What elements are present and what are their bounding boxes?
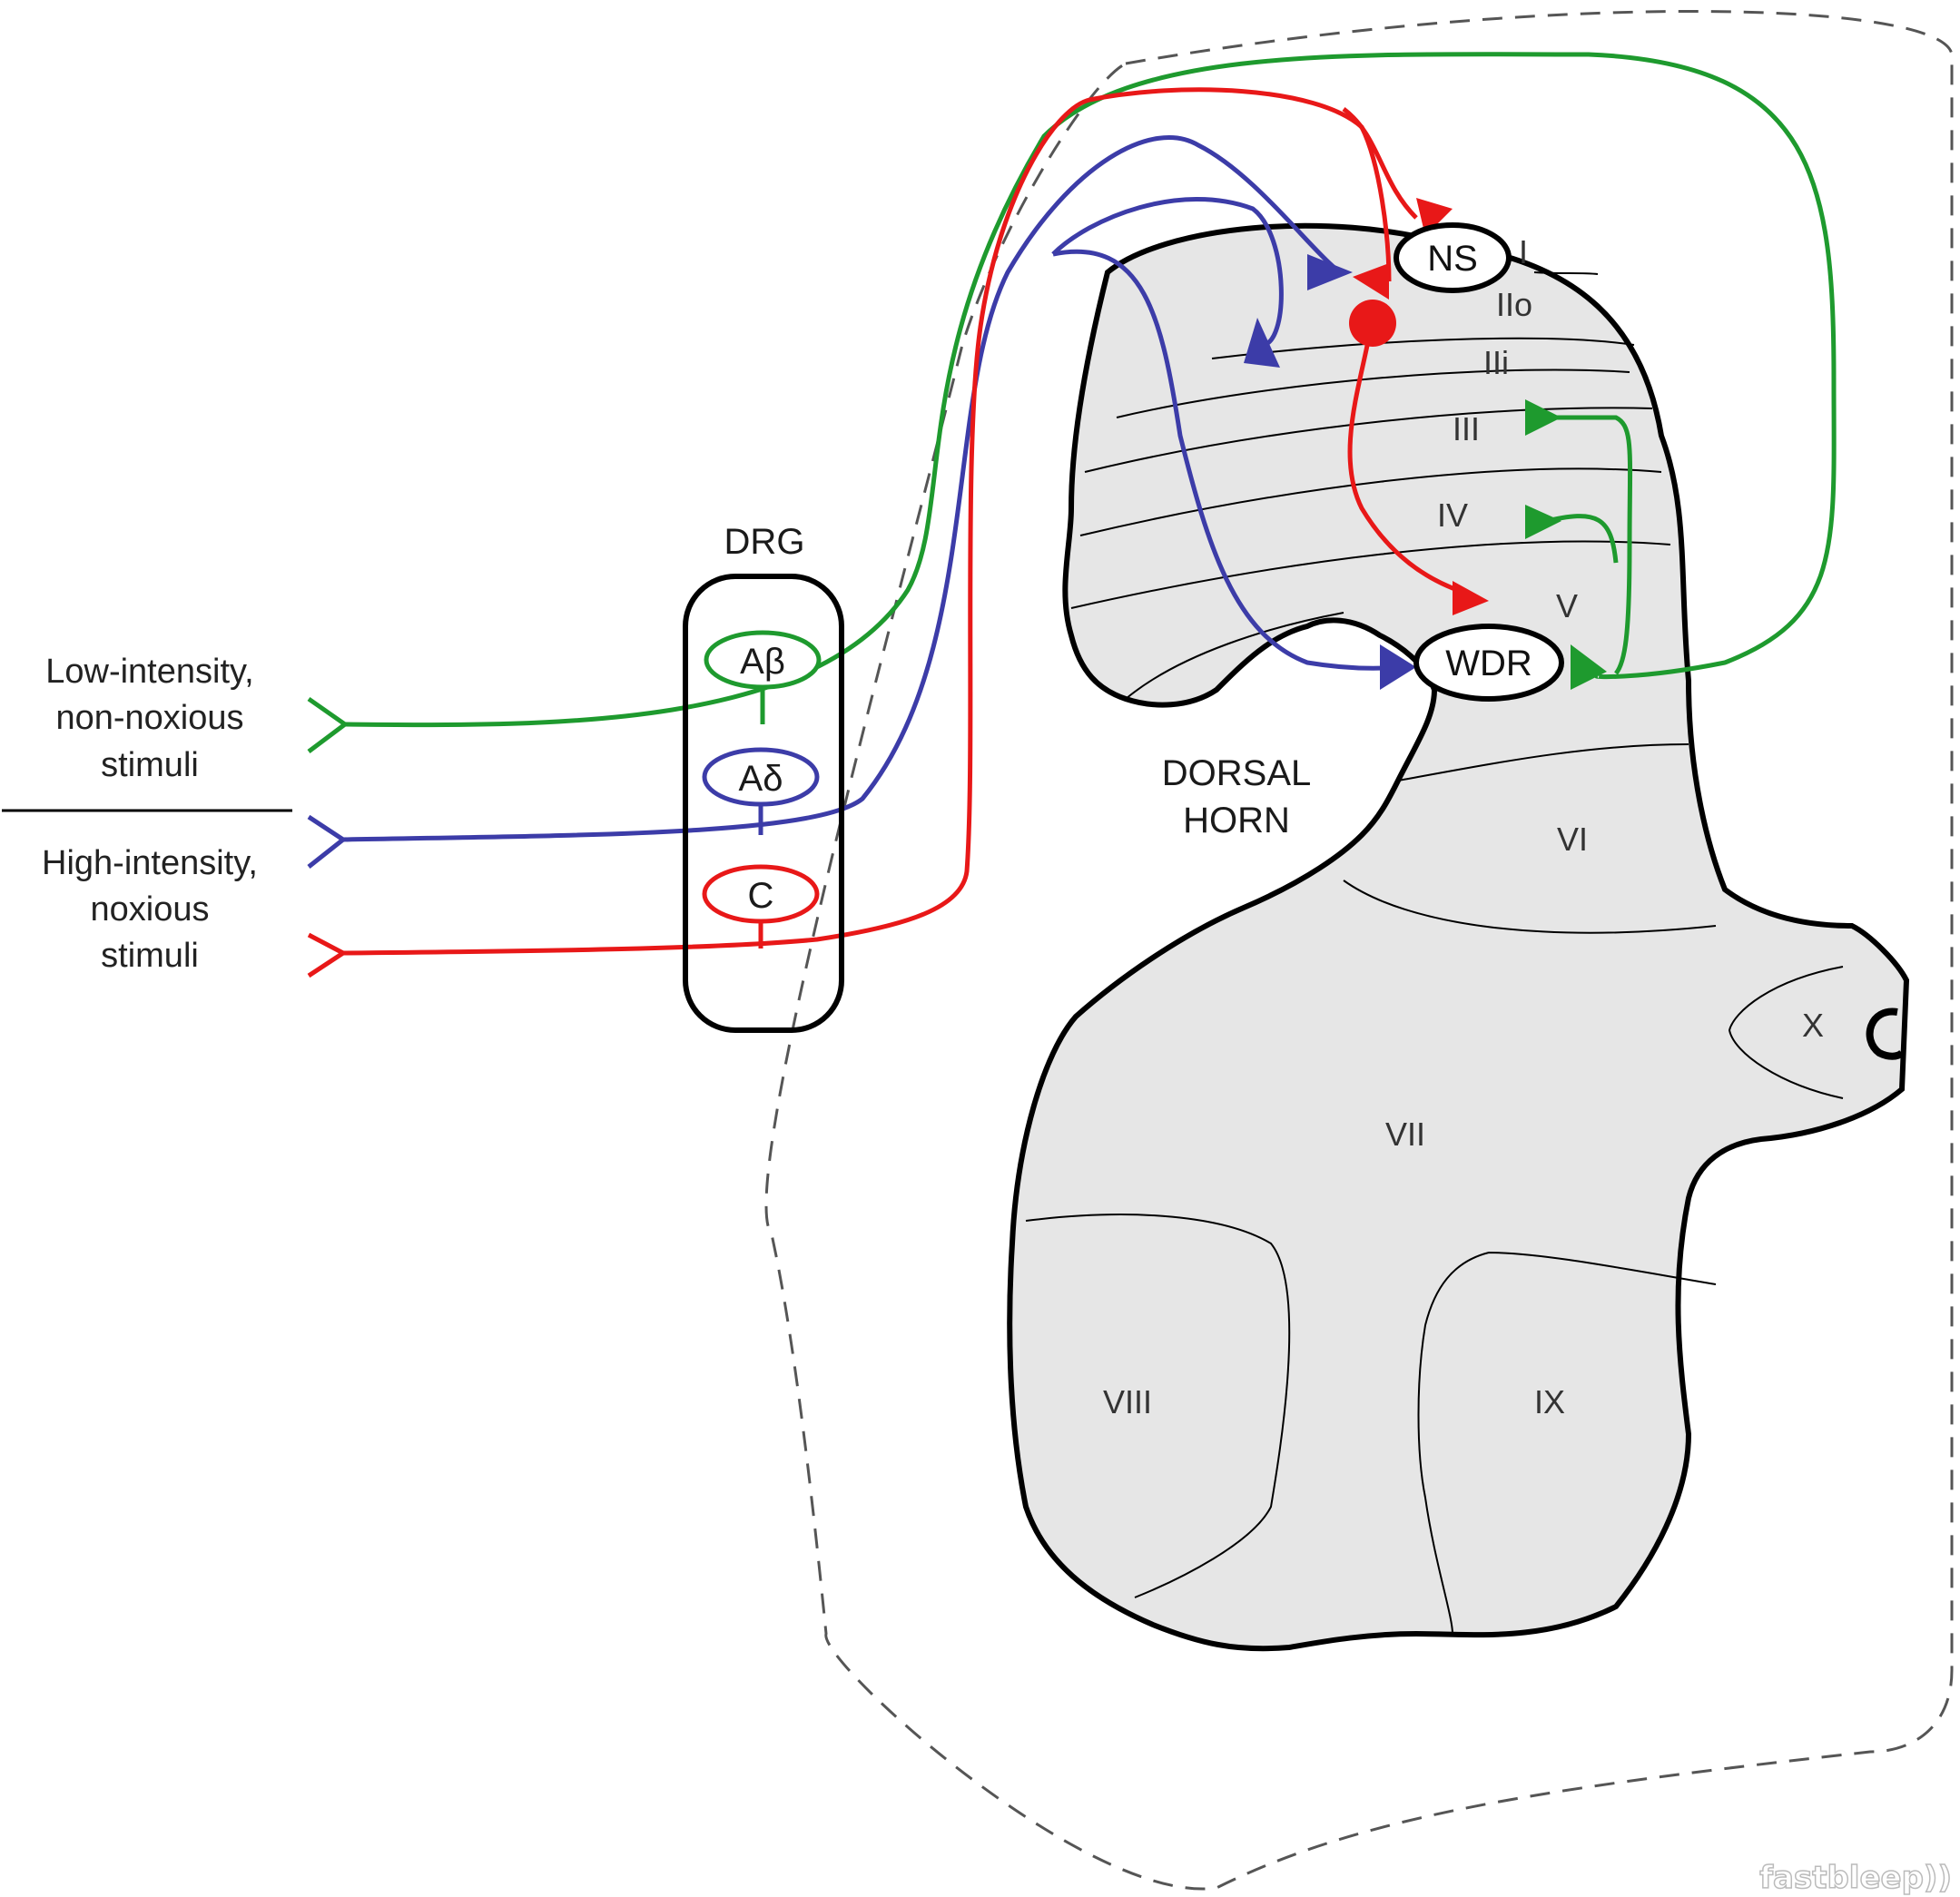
ns-neuron [1394, 222, 1512, 293]
central-canal-region [1728, 966, 1844, 1099]
watermark: fastbleep)) [1759, 1860, 1952, 1896]
lamina-iii-label: III [1453, 410, 1480, 447]
high-intensity-line1: High-intensity, [42, 844, 258, 882]
lamina-vii-label: VII [1385, 1116, 1425, 1153]
dorsal-horn-label-line2: HORN [1183, 801, 1290, 840]
grey-matter [1007, 222, 1910, 1652]
abeta-label: Aβ [740, 642, 785, 682]
lamina-x-label: X [1802, 1007, 1824, 1044]
lamina-i-label: I [1519, 233, 1528, 270]
lamina-vi-label: VI [1557, 821, 1588, 858]
low-intensity-line2: non-noxious [55, 699, 243, 737]
lamina-iv-label: IV [1437, 496, 1468, 534]
c-fiber [307, 87, 1472, 978]
lamina-iio-label: IIo [1496, 286, 1532, 323]
lamina-ix-label: IX [1534, 1383, 1565, 1420]
central-canal [1866, 1007, 1905, 1060]
abeta-fiber [307, 52, 1837, 753]
lamina-iii-inner-label: IIi [1483, 344, 1509, 381]
ns-label: NS [1427, 239, 1478, 279]
lamina-viii-label: VIII [1103, 1383, 1152, 1420]
lamina-boundaries [1025, 271, 1717, 1635]
drg-box [683, 574, 844, 1033]
adelta-label: Aδ [739, 759, 783, 799]
low-intensity-line3: stimuli [101, 746, 199, 784]
wdr-neuron [1413, 624, 1564, 702]
abeta-terminals [1525, 399, 1607, 690]
dorsal-horn-label-line1: DORSAL [1162, 753, 1312, 793]
drg-title: DRG [724, 522, 805, 562]
high-intensity-line2: noxious [91, 890, 210, 929]
adelta-terminals [1244, 254, 1416, 690]
c-label: C [748, 876, 774, 916]
high-intensity-line3: stimuli [101, 937, 199, 975]
c-terminals [1349, 198, 1489, 615]
low-intensity-line1: Low-intensity, [45, 653, 254, 691]
lamina-v-label: V [1556, 587, 1578, 624]
wdr-label: WDR [1445, 644, 1532, 683]
adelta-fiber [307, 135, 1399, 869]
